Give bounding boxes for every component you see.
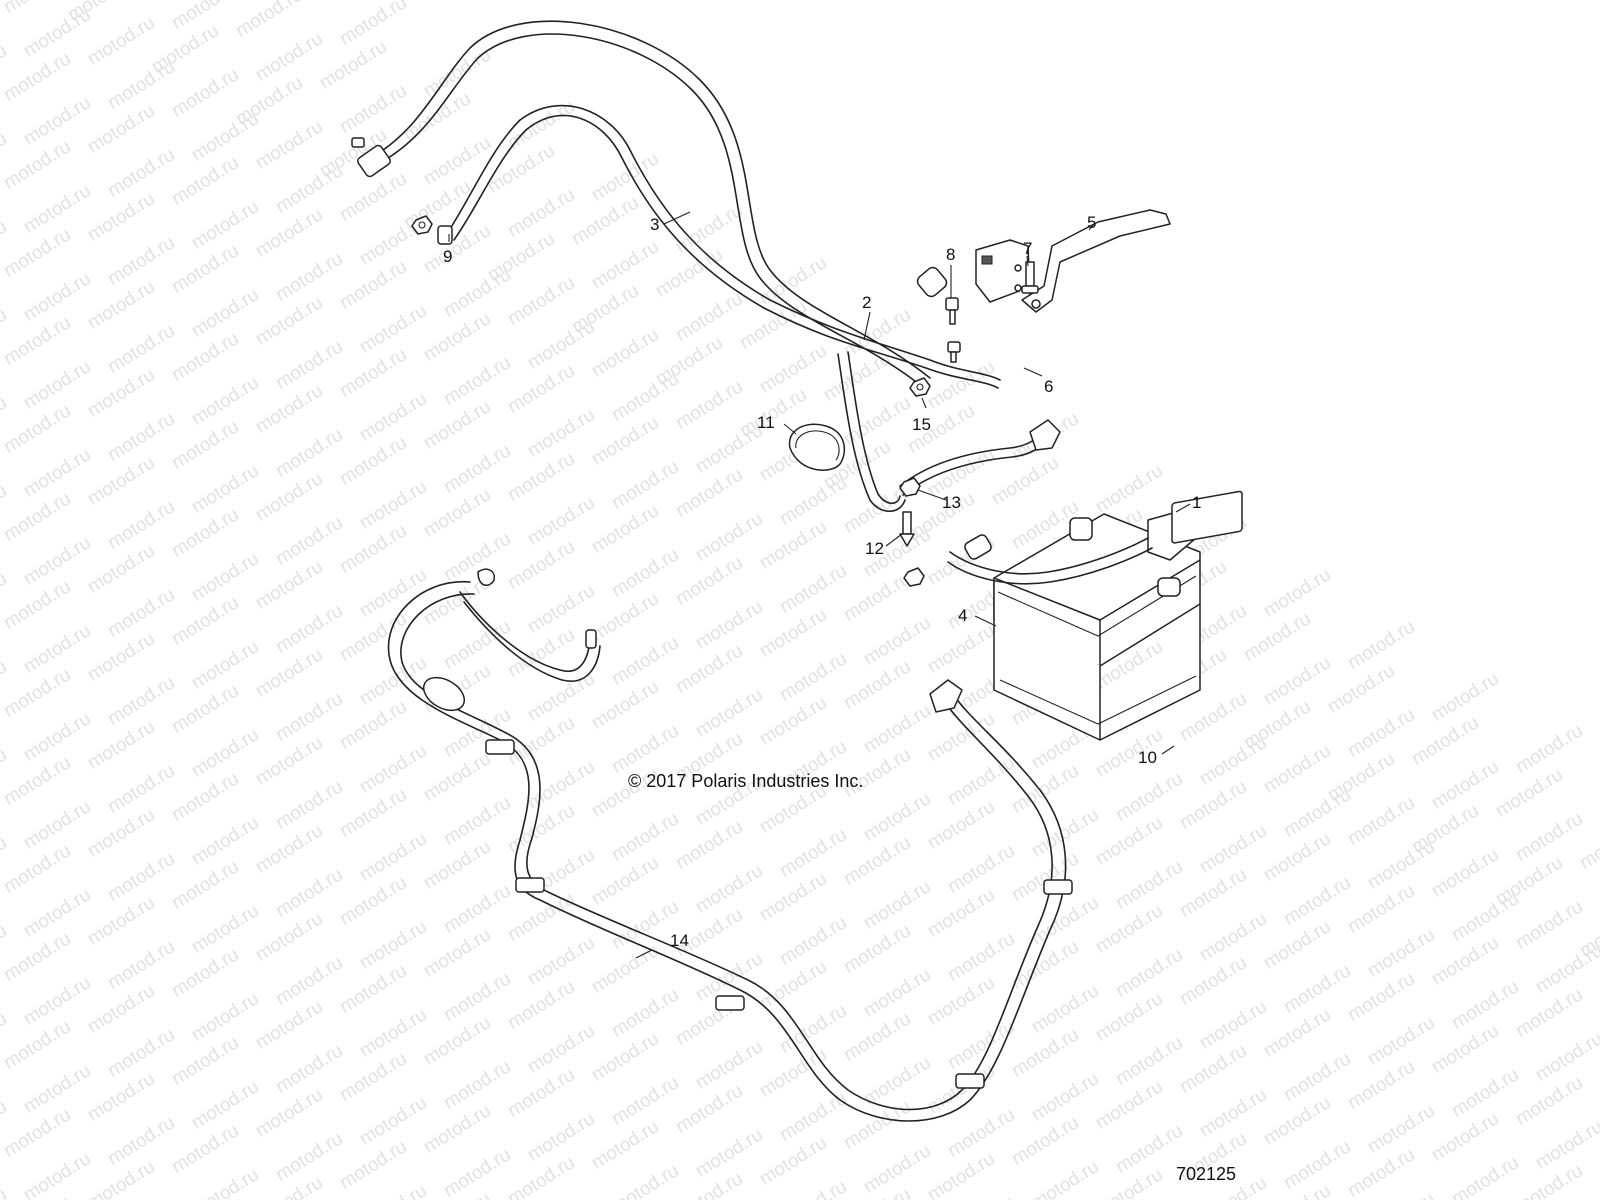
nut-13 (899, 477, 921, 497)
harness-14 (387, 568, 1073, 1122)
callout-3: 3 (650, 215, 660, 234)
harness-14-clip-2 (515, 877, 545, 893)
callout-13: 13 (942, 493, 961, 512)
callout-12: 12 (865, 539, 884, 558)
cable-solenoid-to-clamp (837, 351, 1061, 513)
battery-cable-end (964, 534, 992, 560)
cable-2-end-boot (916, 266, 948, 298)
cable-3-end-terminal (357, 144, 391, 178)
nut-small (903, 567, 925, 587)
callout-9: 9 (443, 247, 453, 266)
battery-post-neg (1069, 517, 1093, 541)
harness-14-clip-4 (955, 1073, 985, 1089)
callout-14: 14 (670, 931, 689, 950)
battery-cable-top (947, 547, 1153, 585)
leader-lines (448, 211, 1191, 959)
solenoid-fastener (947, 341, 961, 363)
callout-6: 6 (1044, 377, 1054, 396)
harness-14-clip-1 (485, 739, 515, 755)
copyright-notice: © 2017 Polaris Industries Inc. (628, 771, 864, 791)
battery-post-pos (1157, 577, 1181, 597)
callout-1: 1 (1192, 493, 1202, 512)
harness-14-junction (422, 676, 466, 712)
bolt-7 (1021, 261, 1039, 294)
cable-2-ring-terminal (437, 225, 453, 245)
callout-8: 8 (946, 245, 956, 264)
harness-14-clip-3 (715, 995, 745, 1011)
nut-15 (909, 377, 931, 397)
battery-terminal-connector (1029, 419, 1061, 451)
cable-3-cap (351, 137, 365, 148)
callout-2: 2 (862, 293, 872, 312)
cable-3 (351, 20, 931, 389)
screw-12 (899, 511, 915, 547)
nut-9 (411, 215, 433, 235)
callout-11: 11 (757, 413, 775, 432)
figure-id: 702125 (1176, 1164, 1237, 1184)
callout-4: 4 (958, 606, 968, 625)
harness-14-boot (929, 679, 963, 713)
harness-14-clip-5 (1043, 879, 1073, 895)
battery-4 (993, 490, 1243, 741)
bolt-8 (945, 297, 959, 325)
solenoid-6 (975, 239, 1031, 303)
pad-10 (1171, 490, 1243, 544)
callout-7: 7 (1023, 239, 1033, 258)
callout-10: 10 (1138, 748, 1157, 767)
harness-14-eye-terminal (477, 568, 495, 586)
cable-2 (437, 104, 1001, 389)
callout-15: 15 (912, 415, 931, 434)
bracket-5 (1021, 209, 1171, 313)
callout-5: 5 (1087, 213, 1097, 232)
harness-14-ring-terminal (585, 629, 597, 649)
strap-11 (788, 423, 846, 471)
